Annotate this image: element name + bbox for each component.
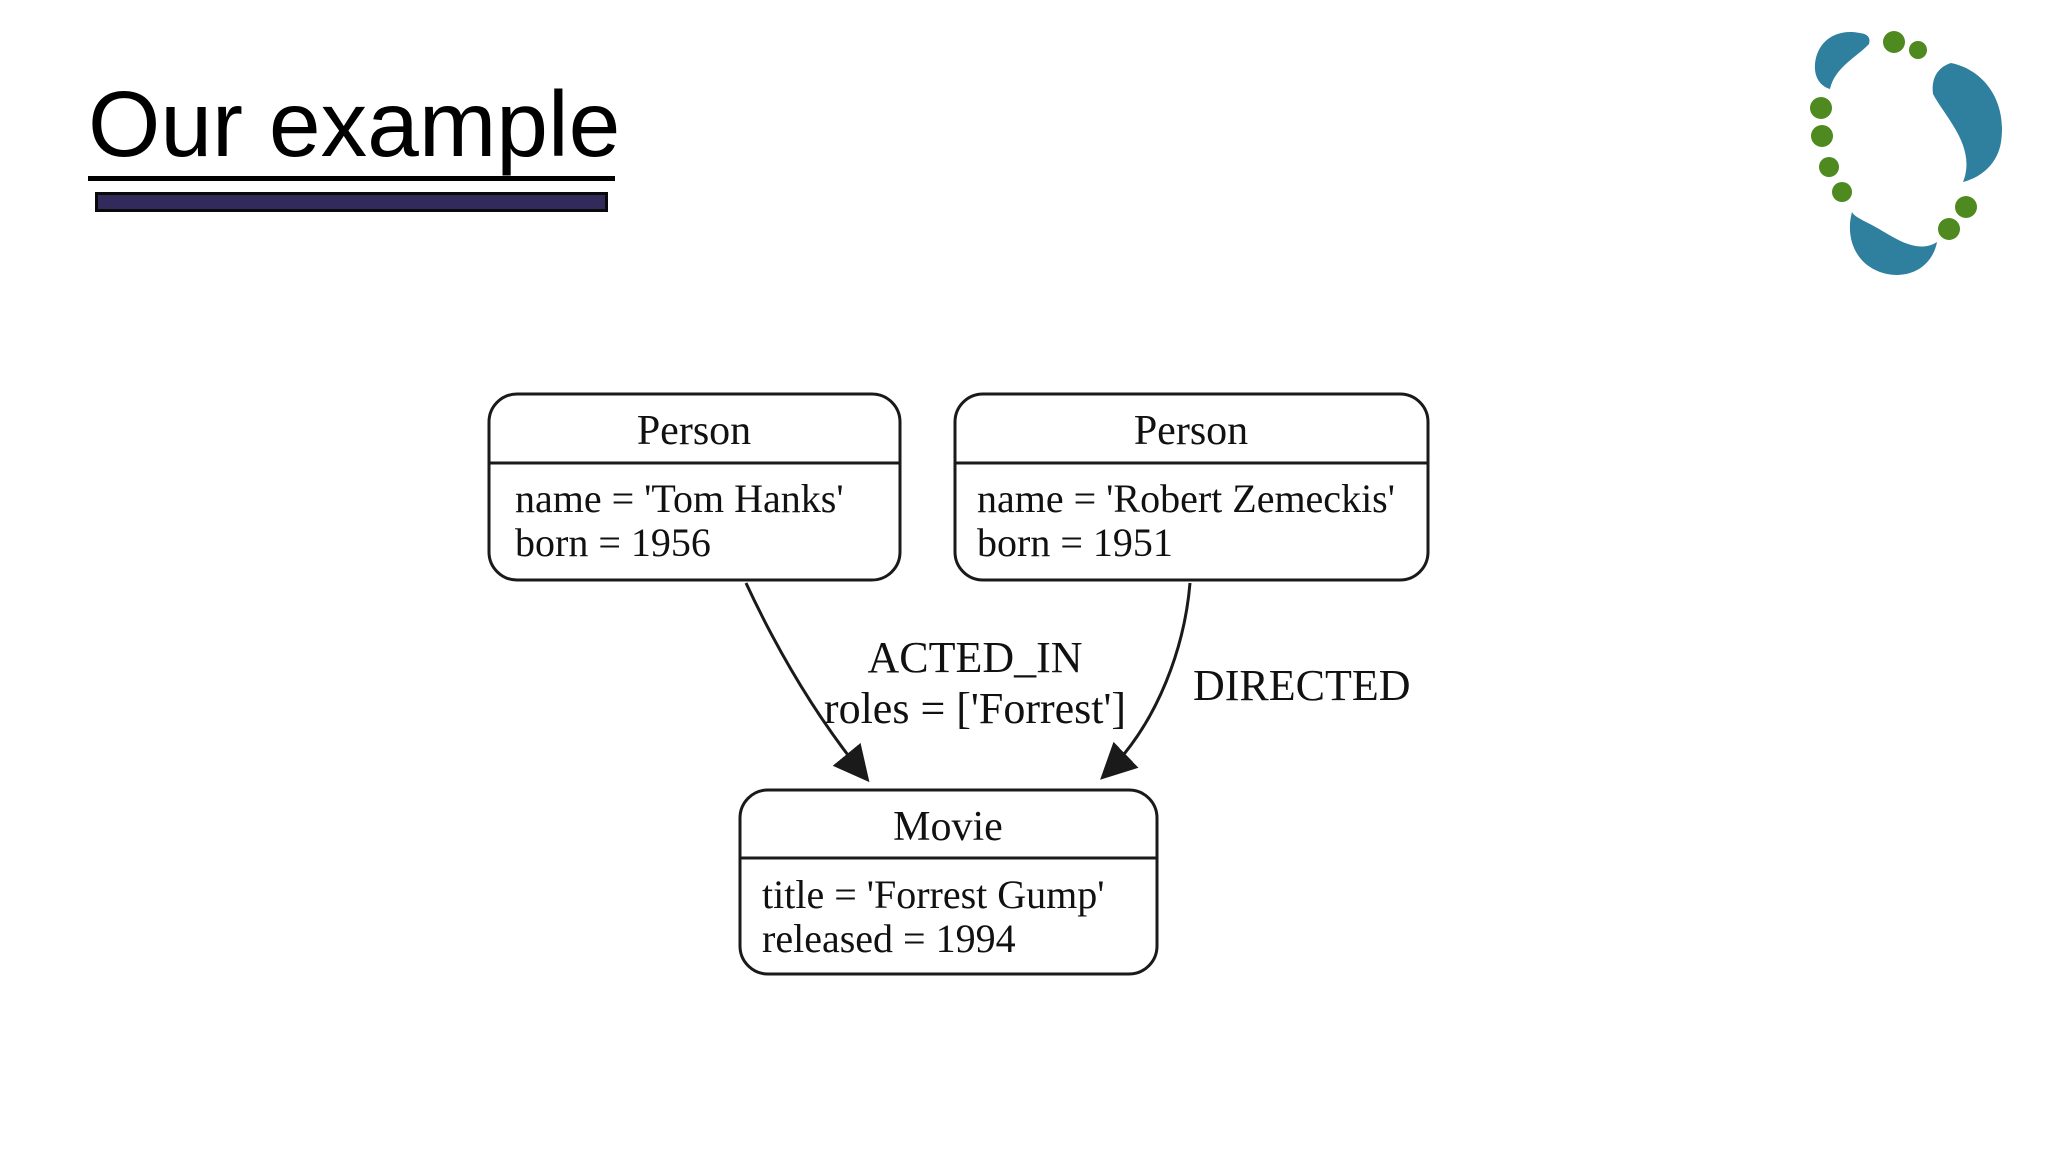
logo-dots [1810, 31, 1977, 240]
dot-icon [1883, 31, 1905, 53]
leaf-icon [1849, 212, 1937, 275]
dot-icon [1955, 196, 1977, 218]
dot-icon [1909, 41, 1927, 59]
leaf-icon [1932, 63, 2002, 182]
node-attribute: name = 'Tom Hanks' [515, 476, 844, 521]
leaf-icon [1814, 31, 1870, 89]
node-attribute: released = 1994 [762, 916, 1016, 961]
edge-label-directed: DIRECTED [1193, 661, 1411, 710]
dot-icon [1832, 182, 1852, 202]
node-person-tom-hanks: Person name = 'Tom Hanks' born = 1956 [487, 392, 902, 582]
title-underline [88, 176, 615, 181]
dot-icon [1819, 157, 1839, 177]
node-movie-forrest-gump: Movie title = 'Forrest Gump' released = … [738, 788, 1159, 976]
edge-directed [1100, 582, 1192, 780]
node-attribute: born = 1951 [977, 520, 1173, 565]
node-label: Person [1134, 408, 1248, 454]
logo-leaves [1814, 31, 2002, 275]
edge-label-acted-in: ACTED_IN [867, 633, 1082, 682]
node-label: Person [637, 408, 751, 454]
edge-sublabel-acted-in-roles: roles = ['Forrest'] [824, 684, 1126, 733]
dot-icon [1938, 218, 1960, 240]
dot-icon [1811, 125, 1833, 147]
edge-acted-in [744, 582, 870, 783]
node-attribute: born = 1956 [515, 520, 711, 565]
dot-icon [1810, 97, 1832, 119]
node-person-robert-zemeckis: Person name = 'Robert Zemeckis' born = 1… [953, 392, 1430, 582]
page-title: Our example [88, 72, 621, 176]
title-accent-bar [95, 192, 608, 212]
leaf-circle-logo-icon [1810, 31, 2002, 275]
node-attribute: title = 'Forrest Gump' [762, 872, 1105, 917]
node-attribute: name = 'Robert Zemeckis' [977, 476, 1395, 521]
node-label: Movie [893, 804, 1003, 850]
